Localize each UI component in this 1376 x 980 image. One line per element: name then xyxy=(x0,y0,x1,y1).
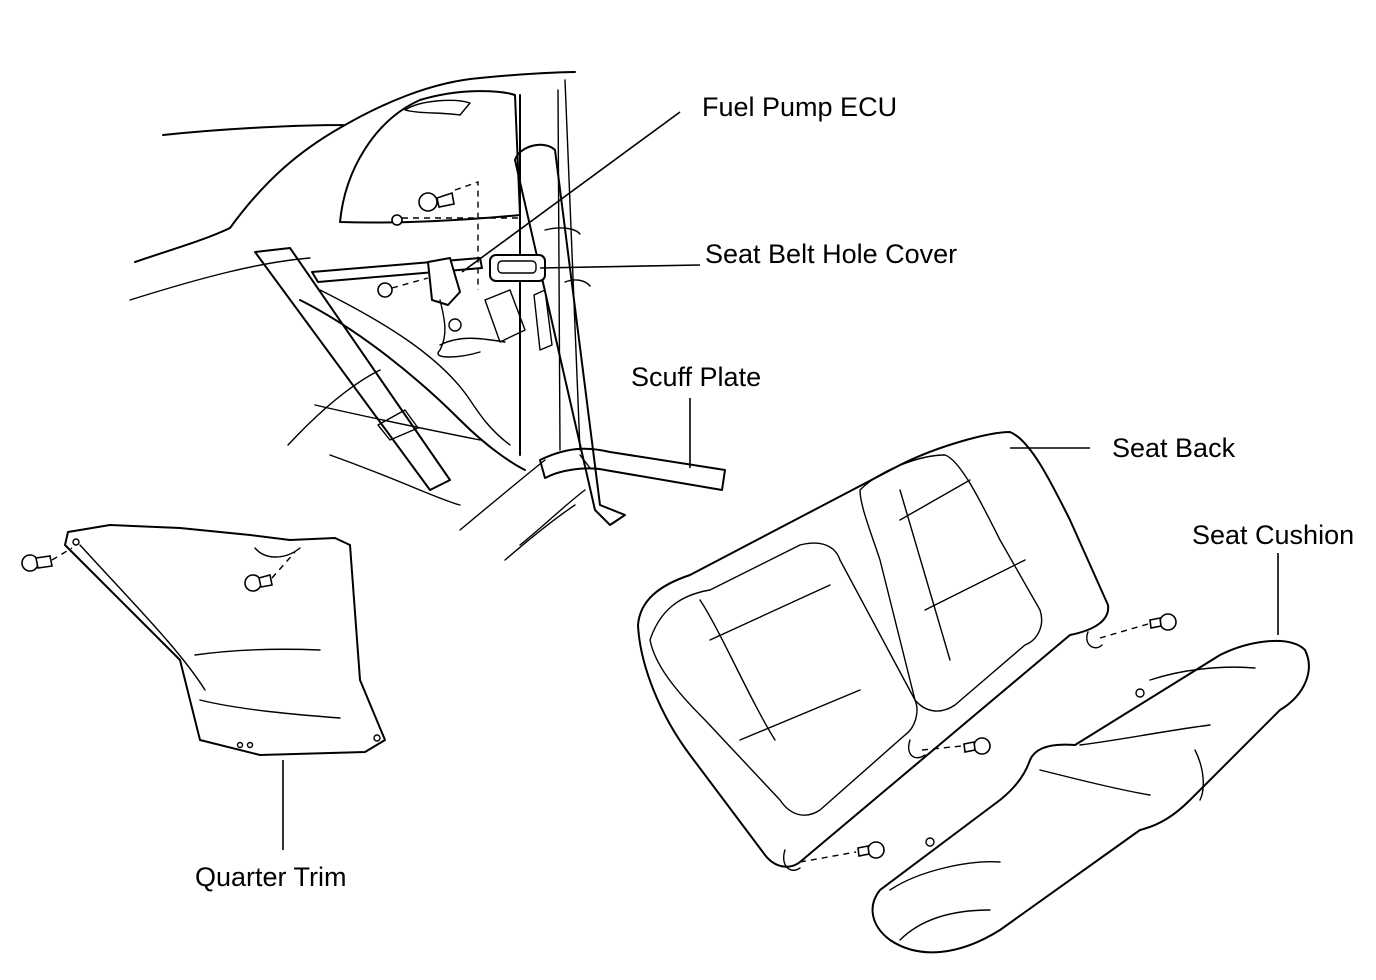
vehicle-interior-body xyxy=(129,71,586,561)
leader-lines xyxy=(282,111,1279,850)
label-scuff-plate: Scuff Plate xyxy=(631,362,761,392)
label-seat-cushion: Seat Cushion xyxy=(1192,520,1354,550)
label-fuel-pump-ecu: Fuel Pump ECU xyxy=(702,92,897,122)
fuel-pump-ecu-part xyxy=(427,257,481,358)
seat-back-fasteners xyxy=(799,613,1177,863)
quarter-trim-part xyxy=(64,524,386,756)
seat-belt-hole-cover-part xyxy=(489,254,546,282)
seat-cushion-part xyxy=(871,639,1310,954)
seat-belt-left xyxy=(254,247,451,491)
label-seat-back: Seat Back xyxy=(1112,433,1236,463)
seat-belt-right xyxy=(484,143,626,526)
interior-fasteners xyxy=(377,181,520,298)
label-quarter-trim: Quarter Trim xyxy=(195,862,347,892)
label-seat-belt-hole-cover: Seat Belt Hole Cover xyxy=(705,239,957,269)
seat-back-part xyxy=(637,431,1110,871)
scuff-plate-part xyxy=(539,447,726,491)
quarter-trim-fasteners xyxy=(21,547,296,592)
